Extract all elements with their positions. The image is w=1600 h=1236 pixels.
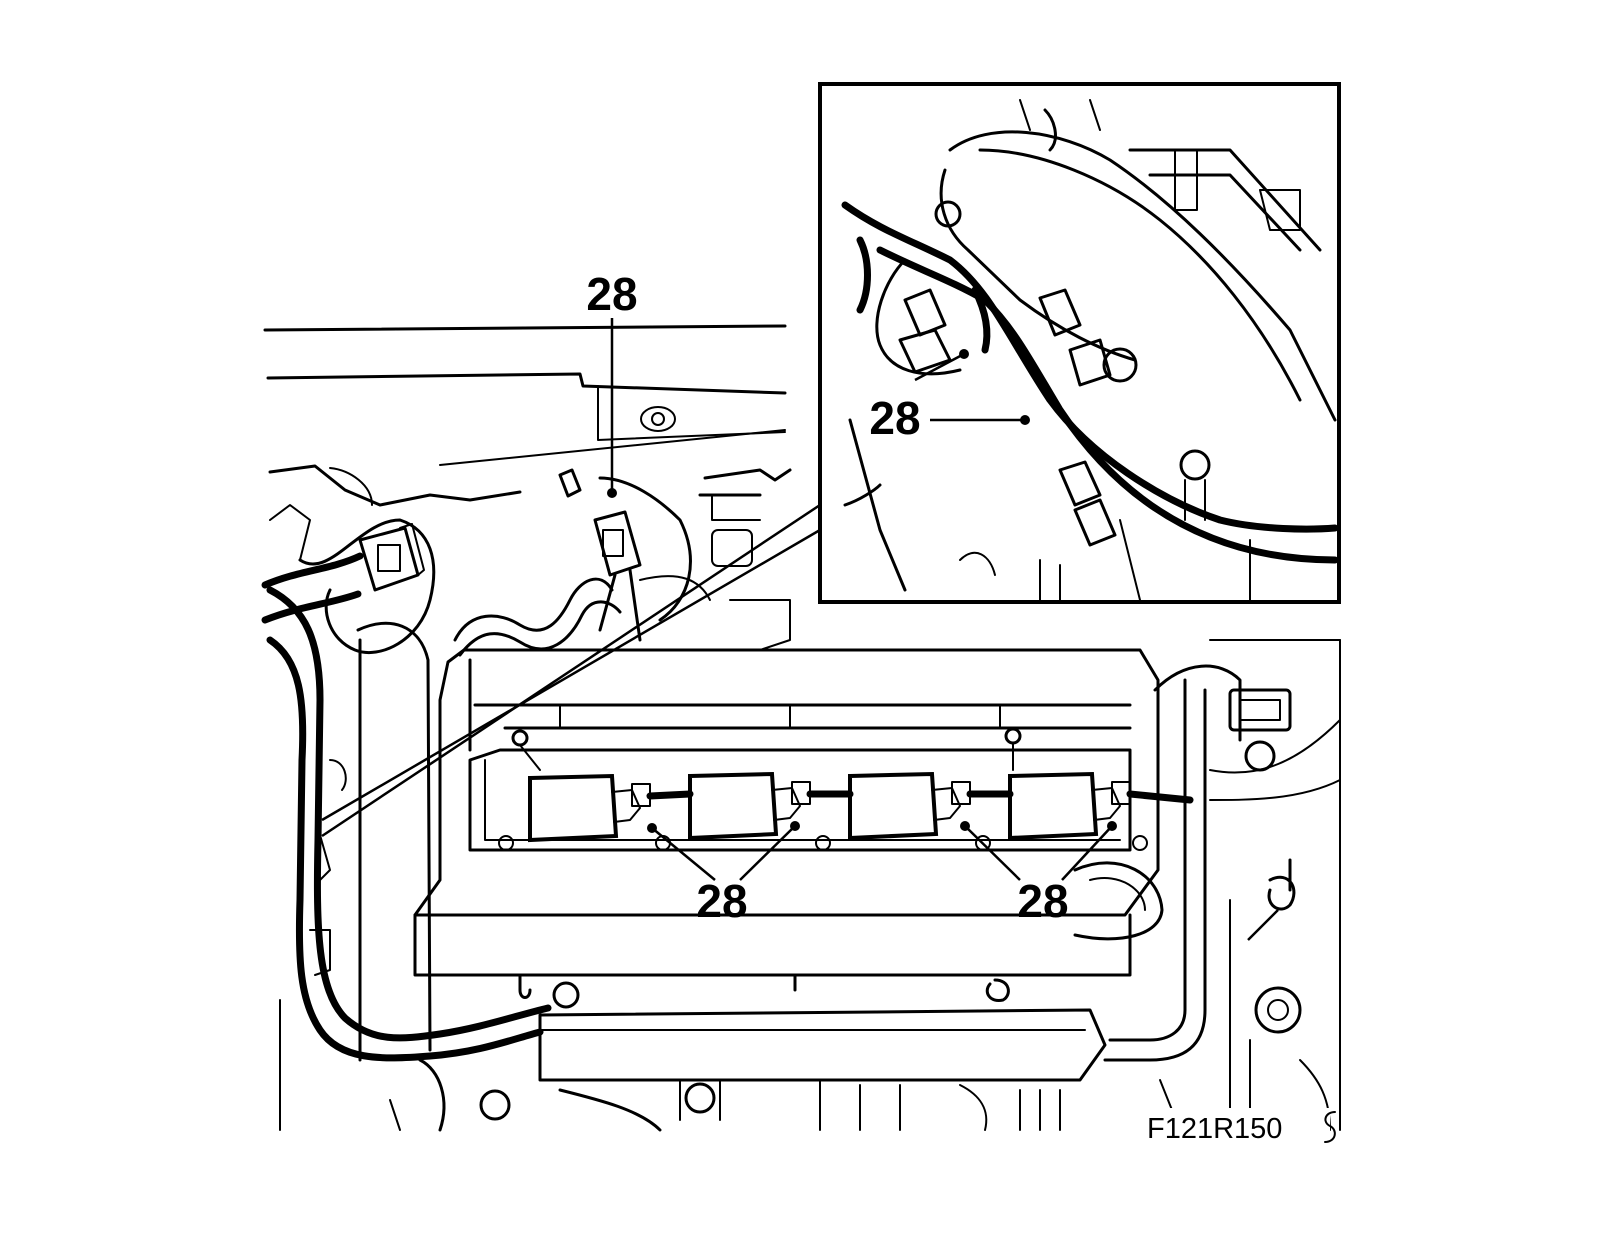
ignition-coil-2 xyxy=(688,771,811,841)
ignition-coil-3 xyxy=(848,771,971,841)
engine-main-view xyxy=(261,324,1341,1132)
ignition-coil-1 xyxy=(528,773,651,843)
figure-code: F121R150 xyxy=(1147,1113,1282,1145)
callout-label-bottom-left: 28 xyxy=(696,875,747,927)
callout-label-top: 28 xyxy=(586,268,637,320)
inset-frame xyxy=(818,82,1341,604)
callout-label-bottom-right: 28 xyxy=(1017,875,1068,927)
callout-leaders xyxy=(321,318,1279,941)
inset-detail-view xyxy=(818,82,1341,604)
ignition-coil-4 xyxy=(1008,771,1131,841)
callout-label-inset: 28 xyxy=(869,392,920,444)
